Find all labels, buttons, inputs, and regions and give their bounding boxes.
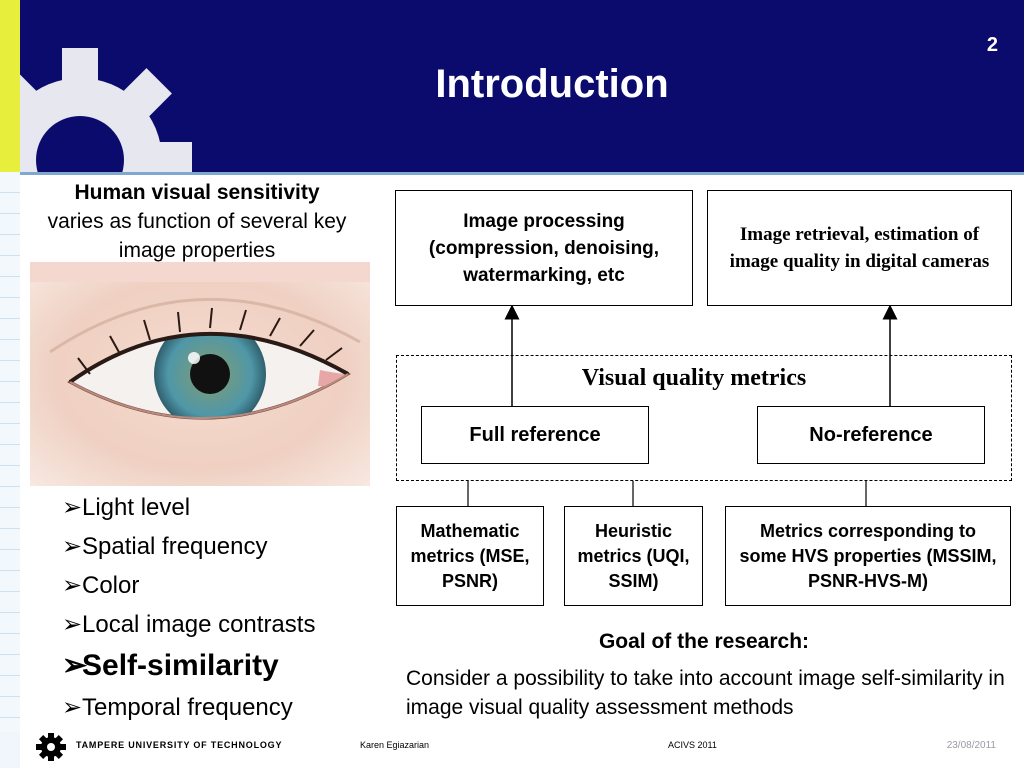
left-strip-lines: [0, 172, 20, 732]
mathematic-metrics-box: Mathematic metrics (MSE, PSNR): [396, 506, 544, 606]
goal-title: Goal of the research:: [598, 630, 810, 653]
footer-author: Karen Egiazarian: [360, 740, 430, 750]
intro-text: Human visual sensitivity varies as funct…: [22, 178, 372, 265]
list-item: ➢Color: [62, 566, 315, 605]
university-name: TAMPERE UNIVERSITY OF TECHNOLOGY: [76, 740, 283, 750]
intro-heading: Human visual sensitivity: [74, 181, 320, 204]
list-item: ➢Spatial frequency: [62, 527, 315, 566]
header-divider: [20, 172, 1024, 175]
list-item: ➢Temporal frequency: [62, 688, 315, 727]
goal-text: Consider a possibility to take into acco…: [406, 667, 1005, 719]
visual-quality-metrics-title: Visual quality metrics: [581, 365, 807, 391]
arrow-bullet-icon: ➢: [62, 533, 83, 560]
slide-header: 2 Introduction: [20, 0, 1024, 172]
full-reference-box: Full reference: [421, 406, 649, 464]
image-processing-box: Image processing (compression, denoising…: [395, 190, 693, 306]
arrow-bullet-icon: ➢: [62, 494, 83, 521]
slide-title: Introduction: [435, 62, 669, 106]
image-retrieval-box: Image retrieval, estimation of image qua…: [707, 190, 1012, 306]
university-logo-icon: [36, 733, 66, 761]
heuristic-metrics-box: Heuristic metrics (UQI, SSIM): [564, 506, 703, 606]
intro-body: varies as function of several key image …: [47, 210, 347, 262]
property-list: ➢Light level ➢Spatial frequency ➢Color ➢…: [62, 488, 315, 727]
footer-conference: ACIVS 2011: [668, 740, 717, 750]
no-reference-box: No-reference: [757, 406, 985, 464]
list-item-highlighted: ➢Self-similarity: [62, 644, 315, 688]
slide-number: 2: [986, 34, 998, 56]
visual-quality-metrics-group: [396, 355, 1012, 481]
arrow-bullet-icon: ➢: [62, 611, 83, 638]
eye-image: [30, 262, 370, 486]
footer-date: 23/08/2011: [946, 740, 996, 751]
left-strip-accent: [0, 0, 20, 172]
arrow-bullet-icon: ➢: [62, 694, 83, 721]
list-item: ➢Light level: [62, 488, 315, 527]
gear-logo-icon: [20, 48, 192, 172]
hvs-metrics-box: Metrics corresponding to some HVS proper…: [725, 506, 1011, 606]
arrow-bullet-icon: ➢: [62, 572, 83, 599]
list-item: ➢Local image contrasts: [62, 605, 315, 644]
